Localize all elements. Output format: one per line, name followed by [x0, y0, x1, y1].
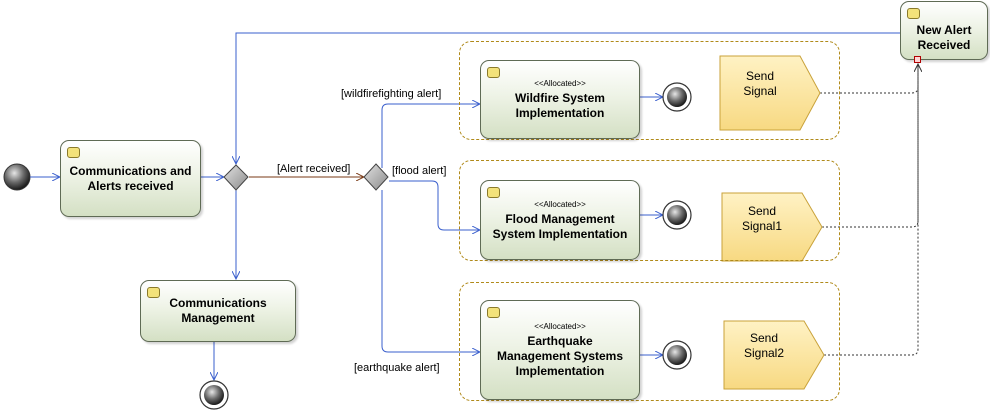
guard-wildfire: [wildfirefighting alert] [341, 88, 442, 100]
action-earthquake[interactable]: <<Allocated>> Earthquake Management Syst… [480, 300, 640, 400]
action-title: Earthquake Management Systems Implementa… [496, 334, 624, 378]
action-title: Communications and Alerts received [69, 163, 192, 193]
guard-flood: [flood alert] [392, 165, 447, 177]
guard-earthquake: [earthquake alert] [354, 362, 440, 374]
action-comm-alerts[interactable]: Communications and Alerts received [60, 140, 201, 217]
action-title: Communications Management [169, 296, 267, 325]
action-title: New Alert Received [916, 22, 972, 52]
final-node-flood [662, 200, 692, 230]
send-signal-label-2: Send Signal1 [741, 204, 783, 233]
region-flood [459, 160, 840, 261]
region-earthquake [459, 282, 840, 401]
action-flood[interactable]: <<Allocated>> Flood Management System Im… [480, 180, 640, 260]
final-node-wildfire [662, 82, 692, 112]
send-signal-shape-1 [719, 55, 821, 131]
signal-link-3 [824, 64, 919, 356]
action-wildfire[interactable]: <<Allocated>> Wildfire System Implementa… [480, 60, 640, 139]
send-signal-label-1: Send Signal [743, 69, 777, 98]
action-title: Wildfire System Implementation [515, 91, 605, 120]
send-signal-shape-2 [721, 192, 823, 262]
action-icon [487, 67, 500, 78]
decision-node [363, 163, 389, 191]
action-icon [487, 187, 500, 198]
send-signal-label-3: Send Signal2 [743, 331, 785, 360]
flow-decision-to-earthquake [381, 190, 480, 352]
send-signal-shape-3 [723, 320, 825, 390]
final-node-mgmt [199, 380, 229, 410]
action-title: Flood Management System Implementation [492, 211, 628, 241]
action-stereotype: <<Allocated>> [534, 79, 586, 88]
region-wildfire [459, 41, 840, 140]
guard-alert-received: [Alert received] [277, 163, 351, 175]
initial-node [3, 163, 31, 191]
action-stereotype: <<Allocated>> [534, 199, 586, 209]
action-icon [487, 307, 500, 318]
action-comm-mgmt[interactable]: Communications Management [140, 280, 296, 342]
flow-decision-to-flood [389, 180, 480, 230]
action-stereotype: <<Allocated>> [534, 322, 586, 331]
action-icon [907, 8, 920, 19]
flow-newalert-loop [236, 32, 900, 164]
action-icon [147, 287, 160, 298]
flow-decision-to-wildfire [381, 104, 480, 168]
merge-node [223, 164, 249, 191]
action-icon [67, 147, 80, 158]
accept-new-alert[interactable]: New Alert Received [900, 1, 988, 60]
final-node-earthquake [662, 340, 692, 370]
input-pin [914, 56, 921, 63]
